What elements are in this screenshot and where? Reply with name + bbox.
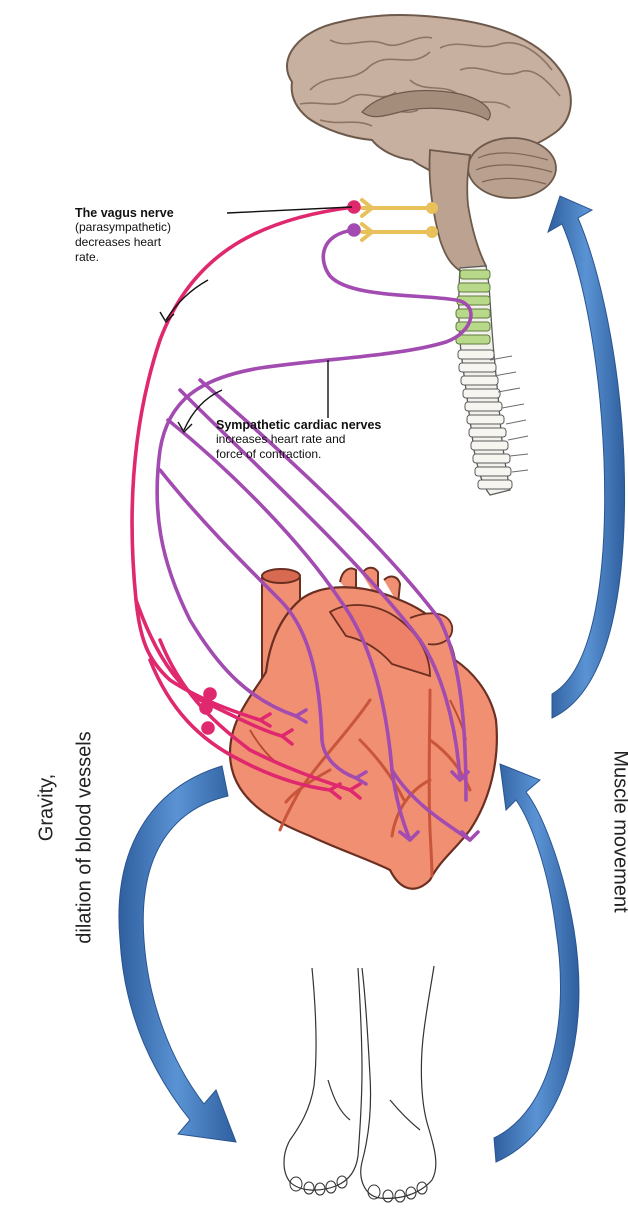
heart-to-brain-arrow [548,196,625,718]
vagus-line-3: rate. [75,250,235,265]
vagus-line-1: (parasympathetic) [75,220,235,235]
heart-illustration [230,568,497,889]
feet-illustration [284,966,436,1202]
muscle-movement-label: Muscle movement [609,712,628,952]
sympathetic-title: Sympathetic cardiac nerves [216,418,396,432]
sympathetic-nerves-label: Sympathetic cardiac nerves increases hea… [216,418,396,462]
gravity-label: Gravity, [36,753,59,863]
vagus-nerve-label: The vagus nerve (parasympathetic) decrea… [75,206,235,265]
muscle-movement-arrow [494,764,579,1162]
gravity-arrow [119,766,236,1142]
direction-arrows [160,280,222,432]
sympathetic-line-2: force of contraction. [216,447,396,462]
vagus-line-2: decreases heart [75,235,235,250]
vagus-nerve-title: The vagus nerve [75,206,235,220]
dilation-label: dilation of blood vessels [74,688,97,988]
spinal-column [456,266,528,495]
sympathetic-line-1: increases heart rate and [216,432,396,447]
synapse-connectors [362,200,436,240]
